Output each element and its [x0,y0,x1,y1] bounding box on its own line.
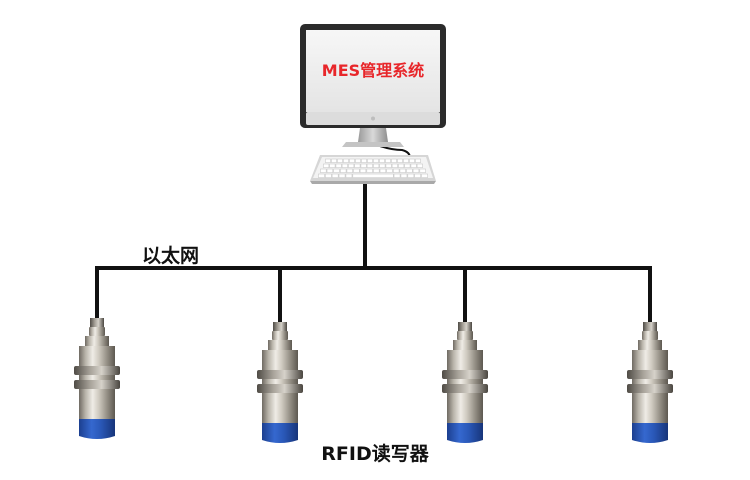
rfid-reader-body [627,322,673,443]
keyboard-key [348,163,355,168]
rfid-reader-label: RFID读写器 [321,442,429,465]
keyboard-key [331,158,337,163]
keyboard-key [403,158,409,163]
keyboard-key [349,158,355,163]
keyboard-key [399,168,406,173]
keyboard-key [385,158,391,163]
rfid-reader-1 [74,318,120,439]
keyboard-key [326,168,334,173]
keyboard-key [398,163,405,168]
keyboard-key [409,158,415,163]
monitor-stand [342,128,404,147]
keyboard-key [339,168,347,173]
keyboard-key [341,163,348,168]
keyboard-cable [378,144,412,160]
keyboard-key [421,173,428,178]
keyboard-key [338,173,346,178]
keyboard-key [400,173,408,178]
keyboard-key [324,173,332,178]
cabling [95,144,652,328]
keyboard-key [335,163,342,168]
keyboard-key [393,173,401,178]
keyboard-key [419,168,426,173]
keyboard-key [391,158,397,163]
computer: MES管理系统 [300,24,446,184]
keyboard-key [379,168,387,173]
keyboard-key [391,163,398,168]
keyboard-key [373,168,380,173]
keyboard-key [404,163,411,168]
keyboard-key [323,163,330,168]
keyboard-key [345,173,353,178]
keyboard-key [320,168,327,173]
rfid-reader-body [257,322,303,443]
keyboard-key [333,168,340,173]
keyboard-key [392,168,400,173]
rfid-reader-2 [257,322,303,443]
keyboard-key [415,158,421,163]
keyboard [310,155,436,184]
keyboard-key [331,173,339,178]
keyboard-key [366,163,373,168]
keyboard-key [373,158,379,163]
keyboard-key [346,168,353,173]
keyboard-key [397,158,403,163]
keyboard-key [359,168,367,173]
keyboard-key [318,173,325,178]
rfid-reader-3 [442,322,488,443]
keyboard-key [354,163,361,168]
keyboard-spacebar [352,173,394,178]
monitor: MES管理系统 [300,24,446,128]
rfid-reader-body [74,318,120,439]
rfid-reader-4 [627,322,673,443]
keyboard-key [410,163,417,168]
keyboard-key [360,163,367,168]
keyboard-key [329,163,336,168]
keyboard-key [412,168,420,173]
keyboard-key [355,158,361,163]
keyboard-key [325,158,331,163]
keyboard-key [361,158,367,163]
keyboard-key [406,168,413,173]
rfid-reader-body [442,322,488,443]
keyboard-key [416,163,423,168]
keyboard-key [343,158,349,163]
ethernet-label: 以太网 [142,244,199,267]
keyboard-key [379,163,386,168]
keyboard-key [407,173,415,178]
keyboard-key [373,163,380,168]
keyboard-key [337,158,343,163]
keyboard-key [385,163,392,168]
keyboard-key [353,168,360,173]
keyboard-key [367,158,373,163]
keyboard-key [379,158,385,163]
keyboard-key [414,173,422,178]
keyboard-key [366,168,373,173]
keyboard-key [386,168,393,173]
screen-title: MES管理系统 [322,61,424,80]
